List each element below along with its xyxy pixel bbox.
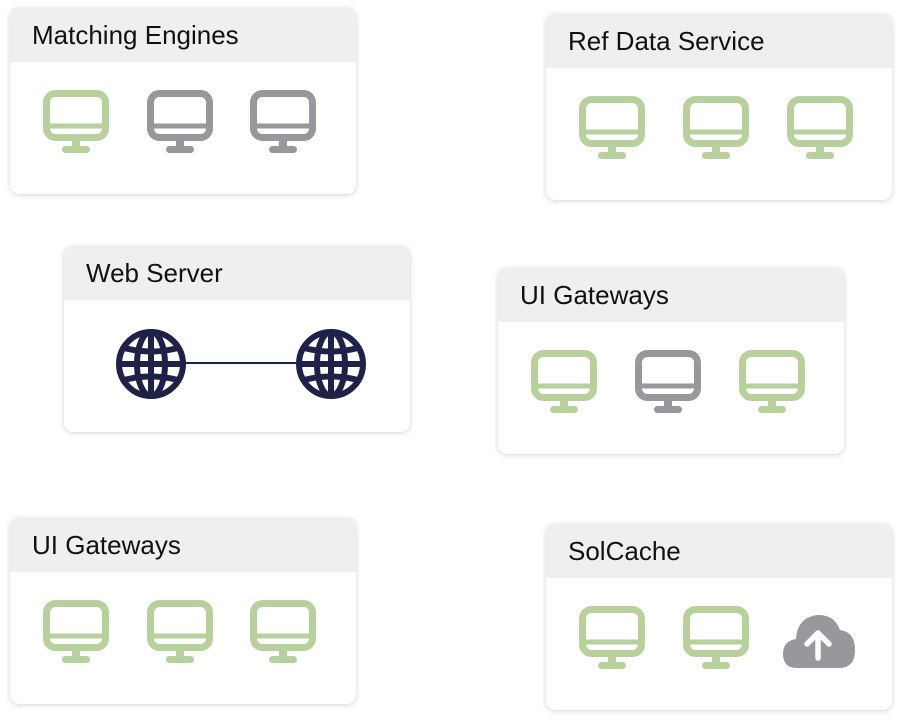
group-title: Web Server xyxy=(64,246,410,300)
group-title: UI Gateways xyxy=(498,268,844,322)
monitor-icon xyxy=(531,350,597,416)
group-card-solcache: SolCache xyxy=(546,524,892,710)
monitor-icon xyxy=(683,606,749,672)
monitor-icon xyxy=(250,600,316,666)
group-card-ui-gateways: UI Gateways xyxy=(498,268,844,454)
group-title: SolCache xyxy=(546,524,892,578)
group-card-ui-gateways: UI Gateways xyxy=(10,518,356,704)
monitor-icon xyxy=(43,90,109,156)
globe-icon xyxy=(115,328,187,400)
globe-icon xyxy=(295,328,367,400)
monitor-icon xyxy=(579,606,645,672)
group-title: UI Gateways xyxy=(10,518,356,572)
connection-line xyxy=(184,362,296,364)
group-card-web-server: Web Server xyxy=(64,246,410,432)
monitor-icon xyxy=(250,90,316,156)
monitor-icon xyxy=(683,96,749,162)
monitor-icon xyxy=(739,350,805,416)
group-card-ref-data-service: Ref Data Service xyxy=(546,14,892,200)
group-title: Ref Data Service xyxy=(546,14,892,68)
cloud-upload-icon xyxy=(779,606,859,672)
monitor-icon xyxy=(579,96,645,162)
monitor-icon xyxy=(147,90,213,156)
group-title: Matching Engines xyxy=(10,8,356,62)
monitor-icon xyxy=(787,96,853,162)
monitor-icon xyxy=(635,350,701,416)
monitor-icon xyxy=(43,600,109,666)
monitor-icon xyxy=(147,600,213,666)
group-card-matching-engines: Matching Engines xyxy=(10,8,356,194)
